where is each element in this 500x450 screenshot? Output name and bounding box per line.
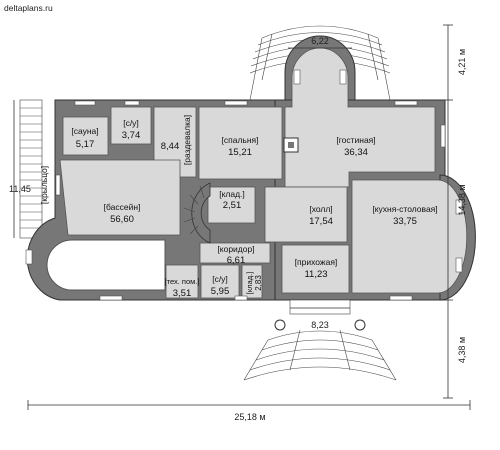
room-storage1-name: [клад.] — [219, 189, 245, 199]
dim-left-porch: 11,45 — [9, 184, 31, 194]
room-storage1 — [207, 186, 256, 224]
dim-top-stair: 6,22 — [311, 36, 329, 46]
watermark: deltaplans.ru — [4, 3, 53, 13]
dim-right-middle: 14,38 м — [457, 184, 467, 215]
room-pool-name: [бассейн] — [104, 202, 141, 212]
room-sauna-name: [сауна] — [71, 126, 98, 136]
dim-bottom-stair: 8,23 — [311, 320, 329, 330]
room-pool-area: 56,60 — [110, 214, 134, 225]
room-entrance-area: 11,23 — [304, 269, 327, 280]
room-changing-area: 8,44 — [161, 141, 180, 152]
room-wc2 — [200, 264, 240, 299]
room-living-area: 36,34 — [344, 147, 368, 158]
room-changing-name: [раздевалка] — [182, 115, 192, 165]
room-sauna-area: 5,17 — [76, 139, 95, 150]
room-storage1-area: 2,51 — [223, 200, 242, 211]
room-entrance-name: [прихожая] — [295, 257, 338, 267]
left-porch-stair — [19, 99, 43, 239]
room-corridor-area: 6,61 — [227, 255, 246, 266]
room-corridor-name: [коридор] — [217, 244, 254, 254]
room-hall-name: [холл] — [309, 204, 332, 214]
room-entrance — [281, 244, 350, 294]
room-hall-area: 17,54 — [309, 216, 333, 227]
dim-total-width: 25,18 м — [234, 412, 265, 422]
dim-right-top: 4,21 м — [457, 49, 467, 75]
room-wc1-area: 3,74 — [122, 130, 141, 141]
room-pool — [59, 159, 181, 236]
room-storage2-name: [клад.] — [245, 272, 254, 295]
room-wc2-area: 5,95 — [211, 286, 230, 297]
room-wc2-name: [с/у] — [212, 274, 228, 284]
central-stair — [183, 182, 211, 244]
room-wc1-name: [с/у] — [123, 118, 139, 128]
dim-right-bottom: 4,38 м — [457, 337, 467, 363]
room-corridor — [199, 242, 271, 264]
room-storage2 — [241, 264, 263, 299]
room-tech — [165, 264, 199, 299]
room-wc1 — [110, 106, 152, 145]
dimension-lines — [13, 24, 471, 410]
rooms — [59, 47, 468, 299]
room-sauna — [62, 116, 109, 156]
bottom-stair — [243, 299, 397, 381]
windows — [25, 69, 463, 301]
room-tech-area: 3,51 — [173, 288, 192, 299]
room-tech-name: [тех. пом.] — [165, 277, 200, 286]
pool-bowl — [46, 239, 166, 291]
room-storage2-area: 2,83 — [254, 275, 263, 291]
room-kitchen-area: 33,75 — [393, 216, 417, 227]
room-hall — [264, 186, 348, 243]
room-kitchen — [351, 179, 468, 294]
room-bedroom-area: 15,21 — [228, 147, 252, 158]
porch-name: [крыльцо] — [39, 166, 49, 204]
room-bedroom — [198, 106, 283, 180]
room-bedroom-name: [спальня] — [222, 135, 259, 145]
room-living-name: [гостиная] — [336, 135, 375, 145]
room-living — [284, 47, 436, 188]
room-kitchen-name: [кухня-столовая] — [372, 204, 437, 214]
